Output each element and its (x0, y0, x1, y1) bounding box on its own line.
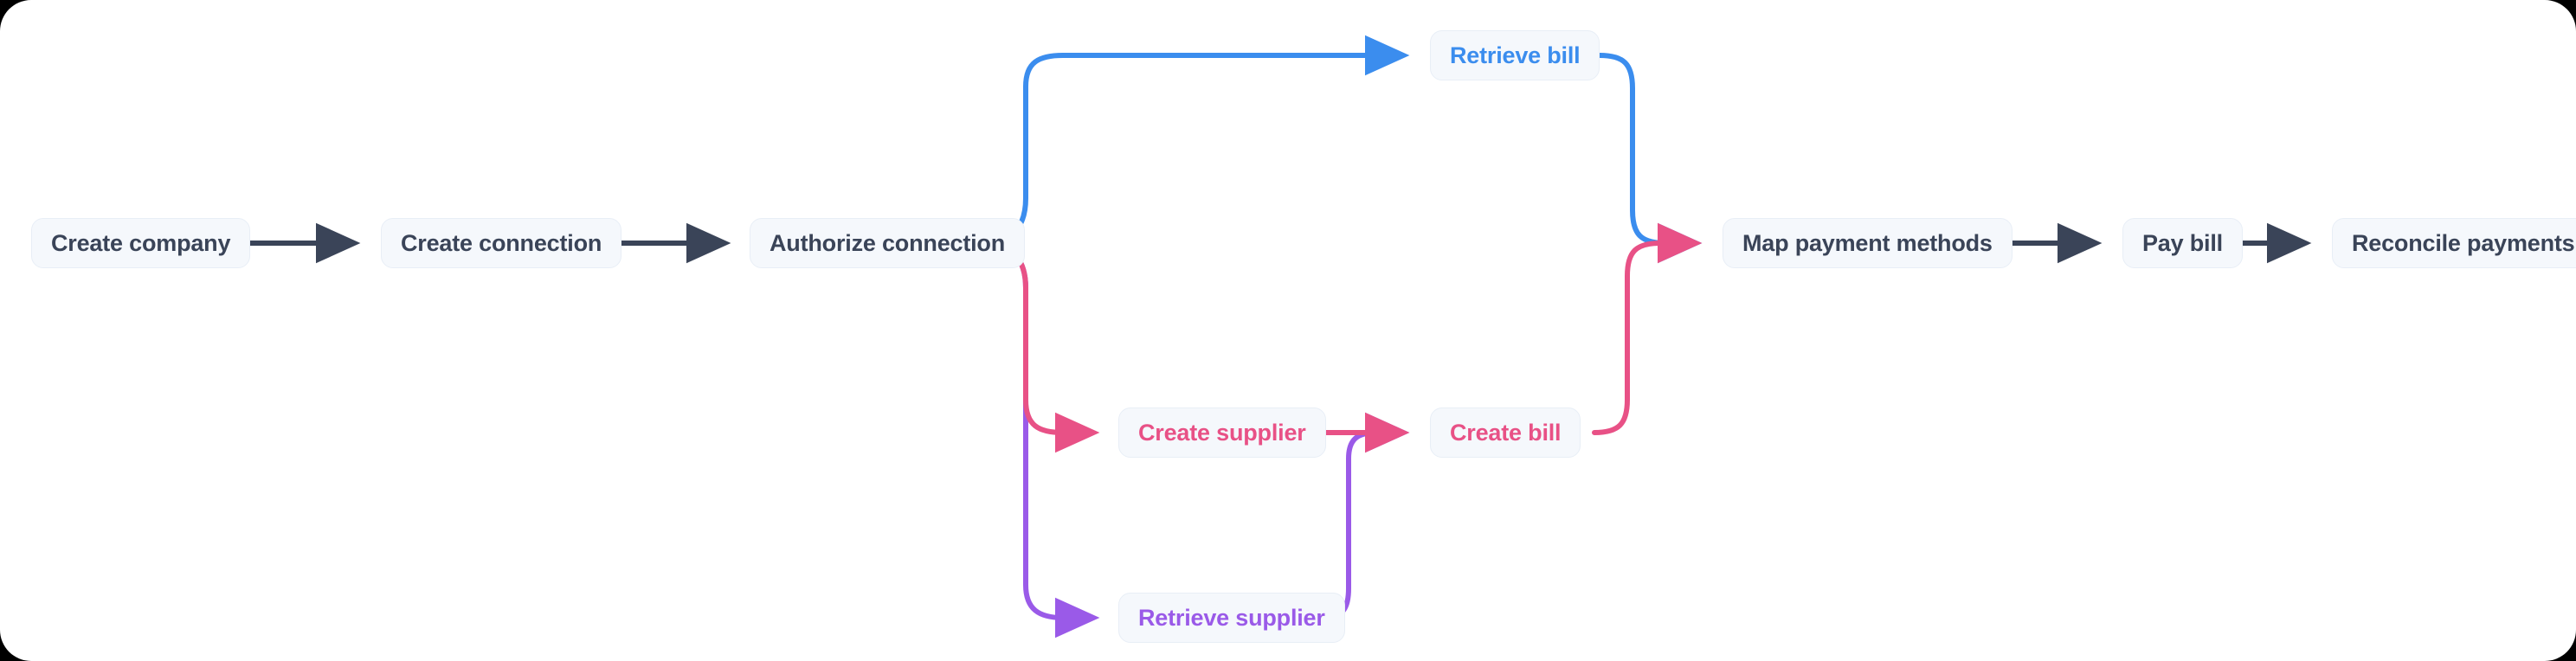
edge-authorize-connection-to-retrieve-supplier (978, 241, 1100, 639)
node-label: Create company (51, 229, 231, 256)
node-map-payment-methods[interactable]: Map payment methods (1723, 218, 2012, 268)
node-create-bill[interactable]: Create bill (1430, 408, 1581, 458)
edge-authorize-connection-to-create-supplier (978, 241, 1100, 453)
node-label: Create supplier (1138, 419, 1306, 446)
node-label: Authorize connection (770, 229, 1005, 256)
node-retrieve-bill[interactable]: Retrieve bill (1430, 30, 1600, 80)
node-retrieve-supplier[interactable]: Retrieve supplier (1118, 593, 1345, 643)
edge-authorize-connection-to-retrieve-bill (978, 35, 1410, 246)
edge-create-bill-to-map-payment-methods (1592, 222, 1703, 435)
node-pay-bill[interactable]: Pay bill (2122, 218, 2243, 268)
node-authorize-connection[interactable]: Authorize connection (750, 218, 1025, 268)
edge-retrieve-bill-to-map-payment-methods (1597, 53, 1703, 264)
node-label: Retrieve supplier (1138, 604, 1325, 631)
node-label: Retrieve bill (1450, 42, 1581, 68)
node-label: Map payment methods (1742, 229, 1993, 256)
edge-retrieve-supplier-to-create-bill (1301, 412, 1410, 620)
node-label: Pay bill (2142, 229, 2223, 256)
node-reconcile-payments[interactable]: Reconcile payments (2332, 218, 2576, 268)
node-create-supplier[interactable]: Create supplier (1118, 408, 1326, 458)
node-label: Reconcile payments (2352, 229, 2575, 256)
node-label: Create connection (401, 229, 602, 256)
node-create-company[interactable]: Create company (31, 218, 251, 268)
node-create-connection[interactable]: Create connection (381, 218, 622, 268)
node-label: Create bill (1450, 419, 1562, 446)
